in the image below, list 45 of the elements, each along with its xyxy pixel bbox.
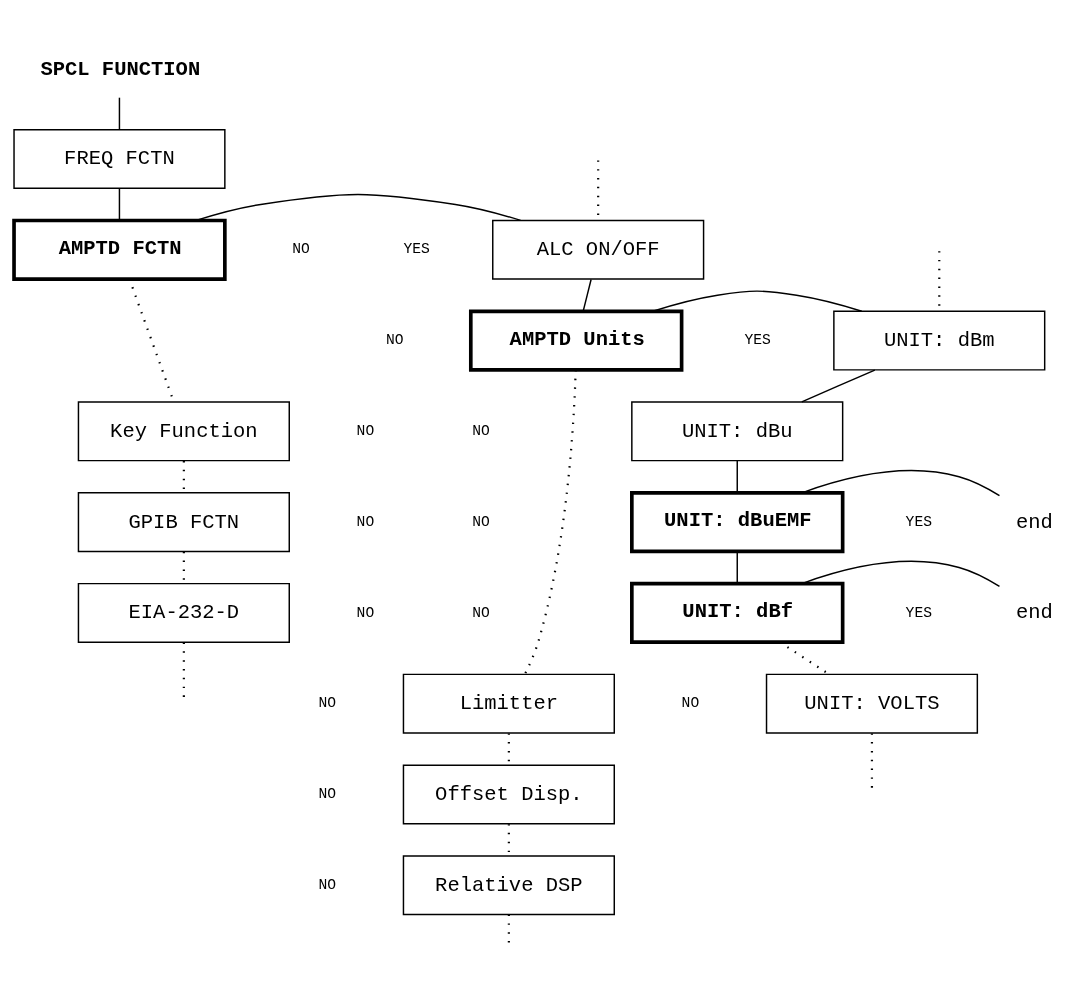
node-box: FREQ FCTN [13,129,226,190]
connector [801,560,1001,588]
node-box: UNIT: dBu [631,401,844,462]
connector [523,369,577,675]
node-text: end [1015,510,1053,534]
node-box: AMPTD Units [468,309,684,372]
connector [118,96,121,131]
node-box: Offset Disp. [402,764,615,825]
label: NO [292,241,310,258]
node-box: UNIT: dBm [833,310,1046,371]
node-box: Relative DSP [402,855,615,916]
label: NO [356,513,375,530]
label: YES [905,604,932,621]
label: NO [472,423,490,440]
node-box: UNIT: dBf [630,581,845,644]
label: YES [905,513,932,530]
label: NO [472,604,490,621]
connector [736,460,738,494]
label: NO [318,786,337,803]
connector [118,188,121,221]
connector [582,278,592,312]
connector [195,193,522,222]
node-box: Limitter [402,673,615,734]
label: NO [318,876,337,893]
node-box: GPIB FCTN [77,492,290,553]
connector [801,369,876,403]
connector [736,551,738,584]
node-text: SPCL FUNCTION [40,58,201,82]
label: NO [681,695,700,712]
label: NO [385,332,404,349]
label: YES [403,241,430,258]
node-box: UNIT: VOLTS [765,673,979,734]
node-box: EIA-232-D [77,582,290,643]
label: NO [356,604,375,621]
node-box: AMPTD FCTN [12,218,227,281]
label: NO [318,695,337,712]
label: YES [744,332,771,349]
node-box: ALC ON/OFF [492,219,705,280]
node-box: UNIT: dBuEMF [630,491,845,554]
node-box: Key Function [77,401,290,462]
connector [652,290,863,312]
node-text: end [1015,601,1053,625]
label: NO [472,513,490,530]
label: NO [356,423,375,440]
connector [801,470,1001,497]
